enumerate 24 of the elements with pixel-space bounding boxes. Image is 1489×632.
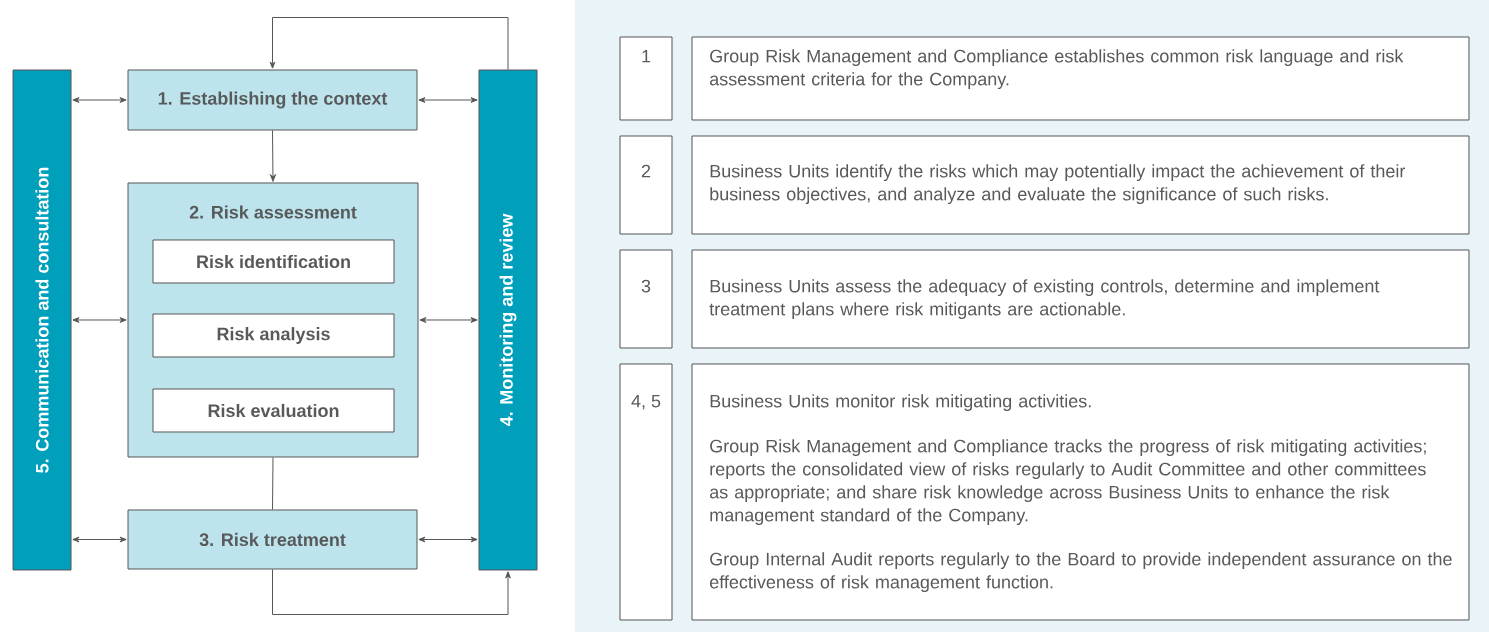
arrow <box>419 317 478 323</box>
process-bar: 4. Monitoring and review <box>478 69 538 571</box>
table-cell: 3 <box>619 249 673 349</box>
table-cell: 2 <box>619 135 673 235</box>
table-cell: Group Risk Management and Compliance establishes common risk language and risk assessment criteria for the Company. <box>691 36 1470 121</box>
process-bar: 5. Communication and consultation <box>12 69 72 571</box>
arrow <box>72 97 127 103</box>
table-cell: Business Units identify the risks which may potentially impact the achievement of their business objectives, and analyze and evaluate the significance of such risks. <box>691 135 1470 235</box>
process-box: 3. Risk treatment <box>127 509 418 570</box>
arrow <box>269 17 509 70</box>
arrow <box>270 130 276 182</box>
arrow <box>418 97 478 103</box>
arrow <box>72 317 127 323</box>
arrow <box>418 536 478 543</box>
arrow <box>272 569 511 615</box>
step-box: Risk analysis <box>152 313 395 358</box>
step-box: Risk identification <box>152 239 395 284</box>
step-box: Risk evaluation <box>152 388 395 433</box>
table-cell: Business Units assess the adequacy of existing controls, determine and implement treatment plans where risk mitigants are actionable. <box>691 249 1470 349</box>
arrow <box>72 536 127 543</box>
table-cell: Business Units monitor risk mitigating activities. Group Risk Management and Compliance tracks the progress of risk mitigating activities; reports the consolidated view of risks regularly to Audit Committee and other committees as appropriate; and share risk knowledge across Business Units to enhance the risk management standard of the Company. Group Internal Audit reports regularly to the Board to provide independent assurance on the effectiveness of risk management function. <box>691 363 1470 621</box>
table-cell: 1 <box>619 36 673 121</box>
process-box: 1. Establishing the context <box>127 69 418 131</box>
table-cell: 4, 5 <box>619 363 673 621</box>
